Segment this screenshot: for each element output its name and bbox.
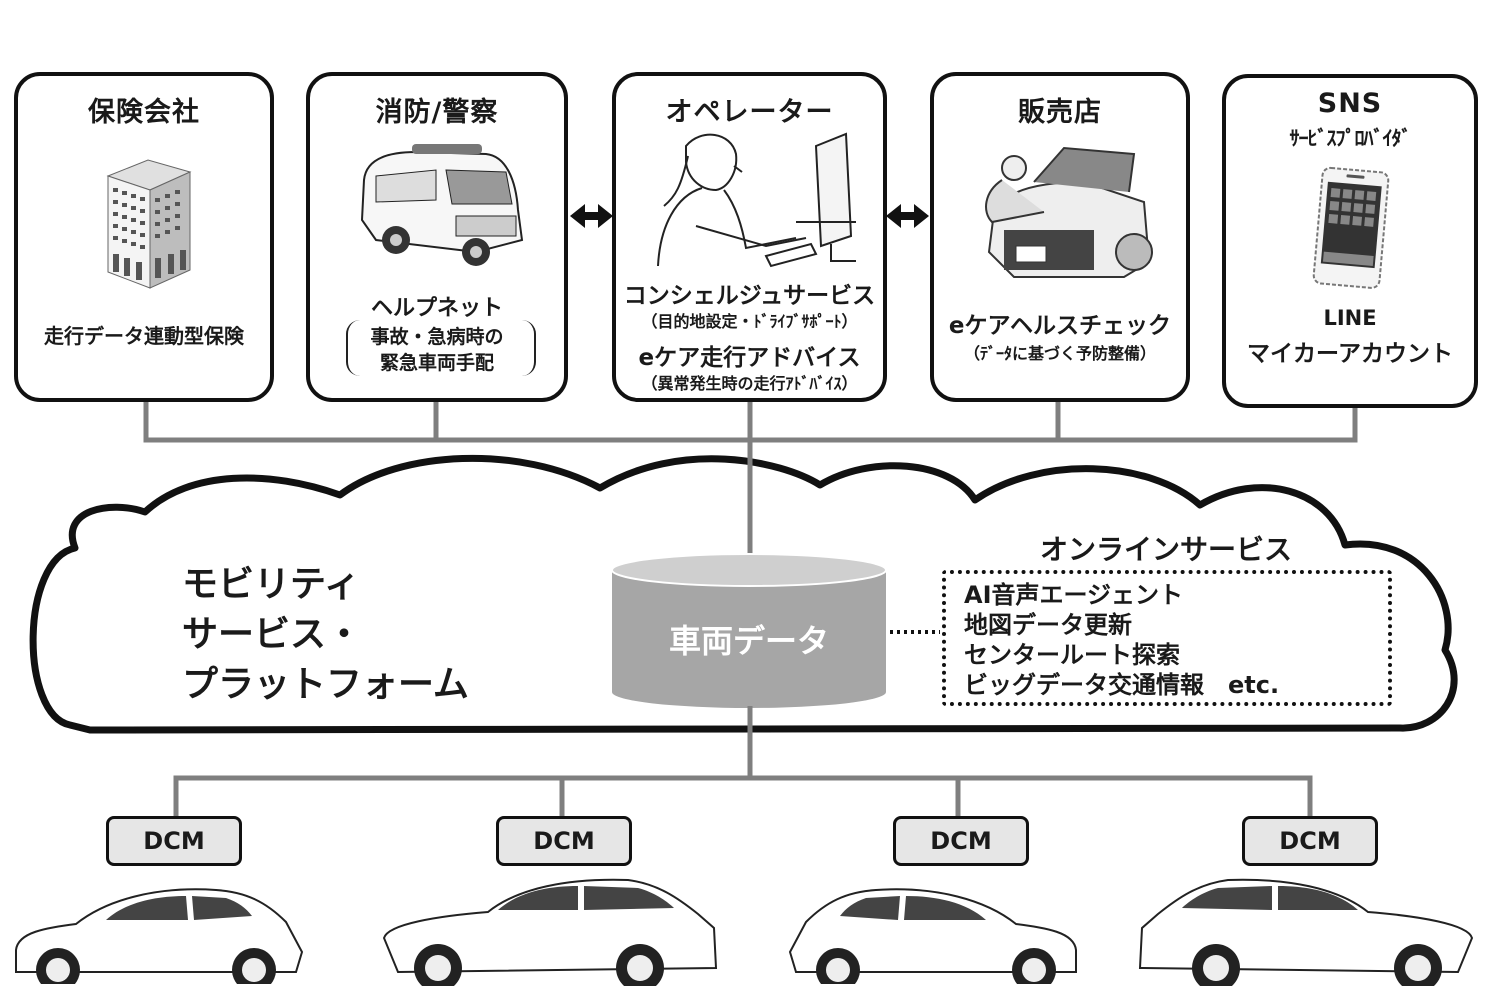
service-note: （ﾃﾞｰﾀに基づく予防整備） [963,344,1156,363]
service-name: ヘルプネット [370,296,503,321]
service-name: eケア走行アドバイス [638,345,861,371]
service-note: （異常発生時の走行ｱﾄﾞﾊﾞｲｽ） [641,374,858,393]
partner-subtitle: ｻｰﾋﾞｽﾌﾟﾛﾊﾞｲﾀﾞ [1289,126,1412,150]
partner-box-emergency: 消防/警察 ヘルプネット 事故・急病時の 緊急車両手配 [306,72,568,402]
partner-title: 保険会社 [88,97,200,128]
platform-title: モビリティ サービス・ プラットフォーム [182,560,469,710]
sedan-car-icon [382,878,718,986]
database-label: 車両データ [668,622,829,660]
smartphone-icon [1312,166,1390,289]
online-service-item: ビッグデータ交通情報 etc. [964,671,1280,699]
online-services-title: オンラインサービス [1040,533,1293,566]
online-service-item: 地図データ更新 [964,611,1132,639]
platform-title-line: プラットフォーム [182,664,469,705]
ambulance-icon [360,144,524,266]
partner-title: 販売店 [1018,97,1102,128]
bidirectional-arrow [570,204,613,228]
dcm-module: DCM [106,816,242,866]
dcm-module: DCM [496,816,632,866]
sedan-car-icon [1138,878,1474,986]
service-note: （目的地設定・ﾄﾞﾗｲﾌﾞｻﾎﾟｰﾄ） [641,312,858,331]
hatchback-car-icon [15,888,304,984]
partner-box-insurance: 保険会社 走行データ連動型保険 [14,72,274,402]
vehicle-connector-bus [173,706,1313,816]
service-name: 走行データ連動型保険 [44,324,244,348]
dcm-module: DCM [1242,816,1378,866]
bidirectional-arrow [886,204,929,228]
platform-title-line: モビリティ [182,564,360,605]
partner-box-dealer: 販売店 eケアヘルスチェック （ﾃﾞｰﾀに基づく予防整備） [930,72,1190,402]
platform-title-line: サービス・ [182,614,363,655]
partner-box-operator: オペレーター コンシェルジュサービス （目的地設定・ﾄﾞﾗｲﾌﾞｻﾎﾟｰﾄ） e… [612,72,887,402]
service-note: 事故・急病時の [370,326,504,348]
office-building-icon [106,159,192,289]
service-note: 緊急車両手配 [379,352,494,374]
service-name: マイカーアカウント [1246,341,1454,367]
mechanic-repairing-car-icon [985,146,1153,278]
service-note-bracket [346,320,536,376]
operator-with-headset-icon [657,132,856,268]
service-name: コンシェルジュサービス [623,283,876,309]
partner-title: オペレーター [665,97,834,128]
service-name: LINE [1323,306,1377,330]
hatchback-car-icon [788,888,1077,984]
partner-title: 消防/警察 [375,97,499,128]
online-services-list: AI音声エージェント 地図データ更新 センタールート探索 ビッグデータ交通情報 … [942,570,1392,706]
partner-title: SNS [1317,88,1383,119]
database-cylinder [611,553,887,708]
service-name: eケアヘルスチェック [948,313,1172,339]
online-service-item: センタールート探索 [964,641,1180,669]
online-service-item: AI音声エージェント [964,581,1184,609]
dcm-module: DCM [893,816,1029,866]
partner-box-sns: SNS ｻｰﾋﾞｽﾌﾟﾛﾊﾞｲﾀﾞ LINE マイカーアカウント [1222,74,1478,408]
